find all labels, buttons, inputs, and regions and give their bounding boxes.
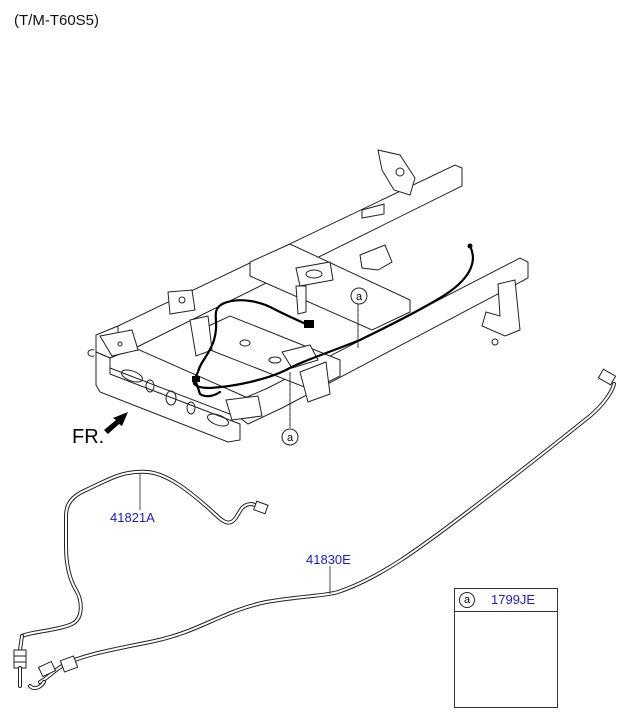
brake-tube-41830E (28, 368, 617, 691)
brake-tube-41821A (13, 469, 269, 688)
part-label-41821A: 41821A (110, 510, 155, 525)
front-direction-arrow-icon (104, 412, 128, 434)
variant-code-title: (T/M-T60S5) (14, 12, 100, 29)
callout-a-label-2: a (287, 432, 294, 444)
legend-header: a 1799JE (455, 589, 557, 612)
wiring-harness (192, 243, 474, 398)
callout-a-label-1: a (356, 291, 363, 303)
part-label-41830E: 41830E (306, 552, 351, 567)
legend-part-code: 1799JE (491, 592, 536, 607)
chassis-frame (87, 149, 529, 443)
front-direction-label: FR. (72, 426, 104, 448)
callout-a-marker-2 (281, 428, 299, 446)
callout-a-marker-1 (350, 287, 368, 305)
legend-callout-marker: a (459, 592, 475, 608)
legend-box: a 1799JE (454, 588, 558, 708)
